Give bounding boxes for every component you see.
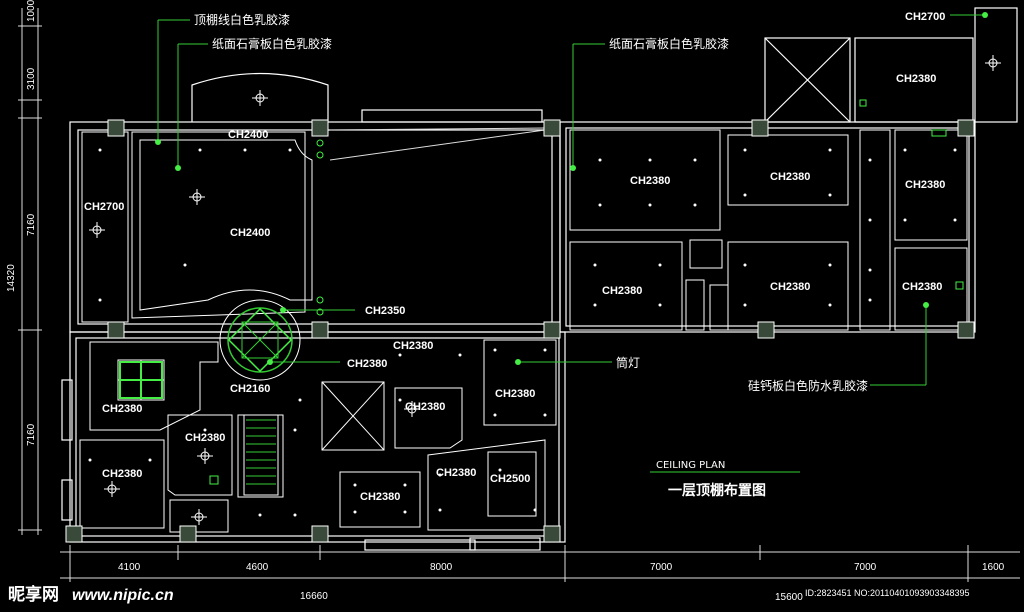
room-label: CH2350 <box>365 305 405 317</box>
room-label: CH2160 <box>230 383 270 395</box>
dim-4600: 4600 <box>246 562 269 573</box>
room-label: CH2400 <box>228 129 268 141</box>
interior-outlines <box>79 129 968 533</box>
note-calcium-board: 硅钙板白色防水乳胶漆 <box>748 378 868 393</box>
left-dimension-lines <box>18 8 42 535</box>
title-english: CEILING PLAN <box>656 460 725 471</box>
dim-1000: 1000 <box>26 0 37 22</box>
room-label: CH2380 <box>896 73 936 85</box>
room-label: CH2380 <box>347 358 387 370</box>
room-label: CH2500 <box>490 473 530 485</box>
dim-7160-lower: 7160 <box>26 423 37 446</box>
dim-4100: 4100 <box>118 562 141 573</box>
leader-lines <box>157 14 985 473</box>
note-ceiling-trim: 顶棚线白色乳胶漆 <box>194 12 290 27</box>
room-label: CH2380 <box>902 281 942 293</box>
pillars <box>65 119 975 543</box>
room-label: CH2380 <box>770 171 810 183</box>
bottom-dimension-lines <box>60 545 1020 582</box>
downlights <box>89 55 1001 525</box>
leader-dots <box>155 12 988 365</box>
dim-7160-upper: 7160 <box>26 213 37 236</box>
room-label: CH2380 <box>630 175 670 187</box>
ceiling-rosette <box>219 299 301 381</box>
walls <box>61 7 1018 551</box>
room-label: CH2700 <box>905 11 945 23</box>
note-gypsum-right: 纸面石膏板白色乳胶漆 <box>609 36 729 51</box>
room-label: CH2380 <box>905 179 945 191</box>
note-gypsum-left: 纸面石膏板白色乳胶漆 <box>212 36 332 51</box>
room-label: CH2400 <box>230 227 270 239</box>
small-lights <box>88 148 957 517</box>
room-label: CH2380 <box>436 467 476 479</box>
dim-1600: 1600 <box>982 562 1005 573</box>
watermark-url: www.nipic.cn <box>72 587 174 604</box>
dim-16660: 16660 <box>300 591 328 602</box>
room-label: CH2380 <box>602 285 642 297</box>
room-label: CH2380 <box>360 491 400 503</box>
dim-3100: 3100 <box>26 67 37 90</box>
skylight-grid <box>119 361 163 399</box>
dim-14320: 14320 <box>6 264 17 292</box>
dim-8000: 8000 <box>430 562 453 573</box>
title-chinese: 一层顶棚布置图 <box>668 482 766 499</box>
room-label: CH2700 <box>84 201 124 213</box>
dim-7000-a: 7000 <box>650 562 673 573</box>
room-label: CH2380 <box>102 468 142 480</box>
watermark-logo: 昵享网 <box>8 584 59 605</box>
green-fixtures <box>209 99 964 485</box>
dim-7000-b: 7000 <box>854 562 877 573</box>
room-label: CH2380 <box>393 340 433 352</box>
guide-lines <box>329 127 546 161</box>
staircase <box>243 414 279 496</box>
watermark-id: ID:2823451 NO:20110401093903348395 <box>805 588 969 598</box>
room-label: CH2380 <box>495 388 535 400</box>
room-label: CH2380 <box>185 432 225 444</box>
room-label: CH2380 <box>102 403 142 415</box>
room-label: CH2380 <box>770 281 810 293</box>
note-downlight: 筒灯 <box>616 355 640 370</box>
dim-15600: 15600 <box>775 592 803 603</box>
room-label: CH2380 <box>405 401 445 413</box>
stair-steps <box>246 419 276 485</box>
